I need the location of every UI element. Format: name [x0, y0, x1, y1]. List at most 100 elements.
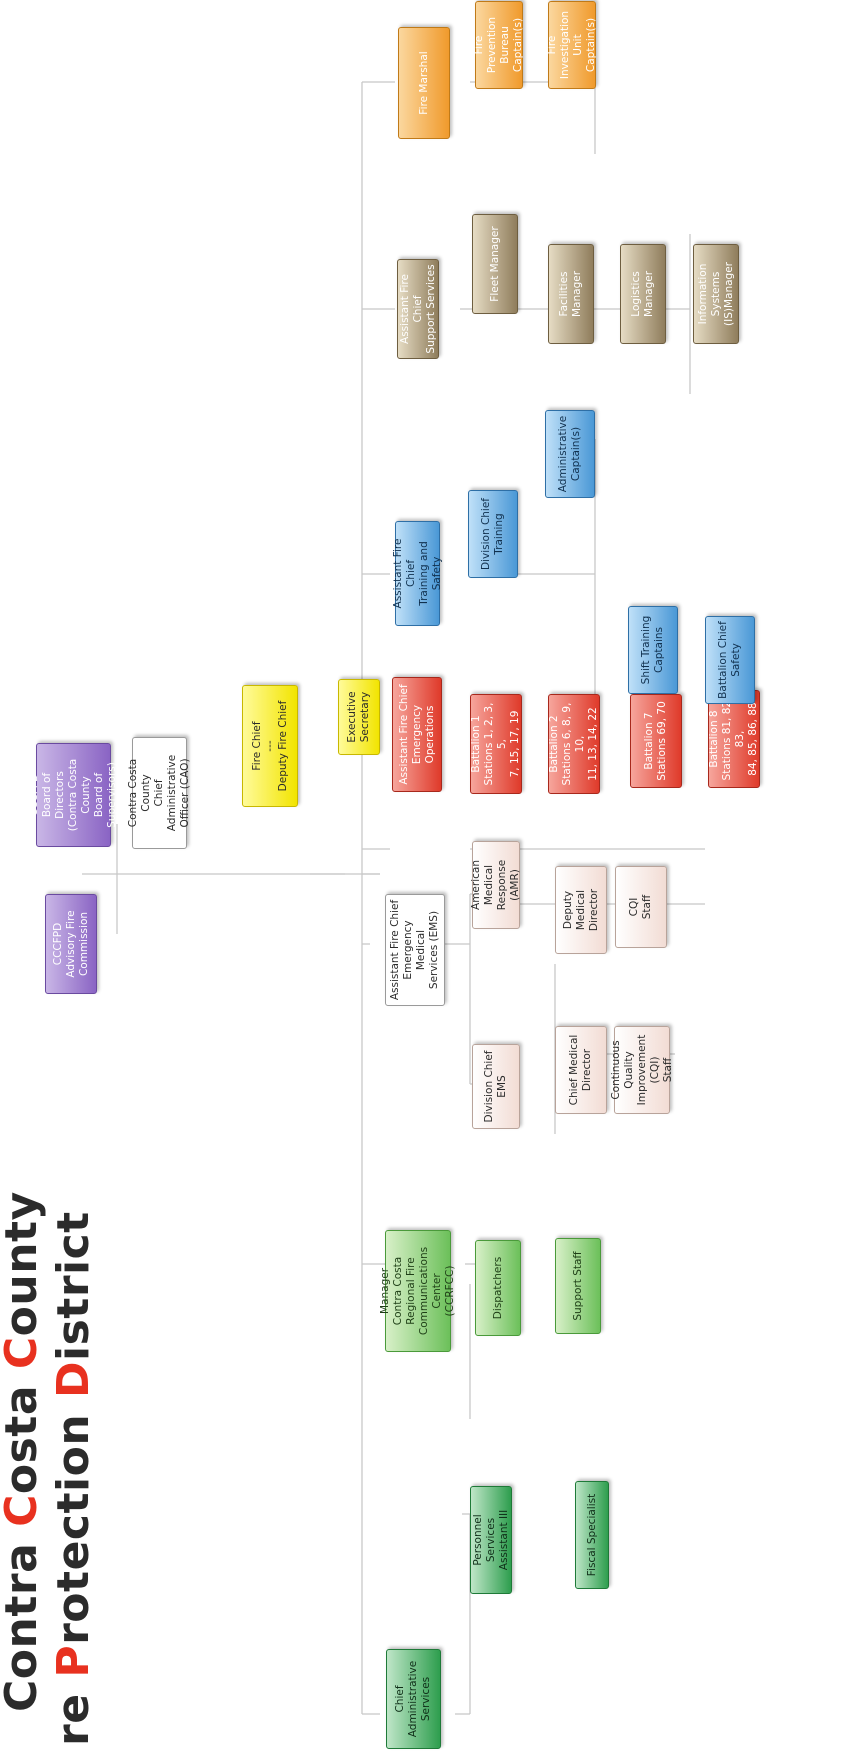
title-line2-part-4: D [48, 1360, 99, 1399]
organization-title: Contra Costa County re Protection Distri… [0, 1092, 110, 1746]
div-ems-line-1: Division Chief [483, 1050, 495, 1123]
bat8-line-1: Battalion 8 [708, 710, 720, 768]
admin-capt-line-2: Captain(s) [570, 426, 582, 482]
support-staff-box: Support Staff [555, 1238, 601, 1334]
bat2-line-1: Battalion 2 [548, 715, 560, 773]
ops-chief-line-1: Assistant Fire Chief [397, 684, 410, 785]
chief-med-line-1: Chief Medical [568, 1034, 580, 1106]
information-systems-manager-box: Information Systems(IS)Manager [693, 244, 739, 344]
support-chief-line-1: Assistant Fire Chief [398, 274, 424, 344]
bat1-line-3: 7, 15, 17, 19 [509, 710, 521, 778]
deputy-med-line-1: Deputy Medical [561, 889, 587, 931]
cqi-staff2-line-1: CQI [628, 897, 640, 917]
title-line-2: re Protection District [48, 1211, 99, 1746]
cao-line-3: Officer (CAO) [179, 758, 191, 828]
is-mgr-line-2: (IS)Manager [722, 262, 735, 326]
bat-safety-line-1: Battalion Chief [717, 621, 729, 699]
ops-chief-line-2: Emergency Operations [410, 704, 436, 765]
fire-chief-line-1: Fire Chief [250, 721, 263, 771]
dispatchers-line-1: Dispatchers [491, 1256, 504, 1320]
title-line2-part-2: P [48, 1644, 99, 1678]
fiscal-specialist-box: Fiscal Specialist [575, 1481, 609, 1589]
ccrfcc-mgr-line-1: Manager [379, 1267, 391, 1315]
title-line-1: Contra Costa County [0, 1191, 47, 1712]
admin-chief-line-2: Administrative [407, 1660, 419, 1738]
exec-sec-line-1: Executive [346, 691, 358, 743]
div-train-line-2: Training [493, 513, 505, 555]
logistics-manager-box: Logistics Manager [620, 244, 666, 344]
title-line2-part-5: istrict [48, 1211, 99, 1361]
support-chief-line-2: Support Services [424, 264, 437, 354]
fiscal-line-1: Fiscal Specialist [585, 1493, 598, 1577]
bat1-line-1: Battalion 1 [470, 715, 482, 773]
cqi-staff-line-1: Continuous Quality [609, 1040, 635, 1100]
cqi-staff-line-3: Staff [661, 1057, 674, 1083]
cqi-staff2-line-2: Staff [641, 894, 653, 920]
shift-capt-line-1: Shift Training [640, 615, 652, 685]
admin-chief-line-1: Chief [394, 1685, 406, 1713]
cqi-staff-line-2: Improvement (CQI) [635, 1034, 661, 1106]
facilities-line-1: Facilities Manager [558, 270, 583, 318]
board-line-3: (Contra Costa County [67, 758, 92, 832]
cao-line-2: Chief Administrative [153, 754, 178, 832]
shift-capt-line-2: Captains [653, 626, 665, 674]
is-mgr-line-1: Information Systems [696, 263, 722, 325]
commission-line-3: Commission [77, 911, 90, 977]
fleet-line-1: Fleet Manager [488, 226, 501, 302]
ccrfcc-mgr-line-4: (CCRFCC) [444, 1265, 456, 1317]
board-line-2: Board of Directors [41, 771, 66, 819]
personnel-line-1: Personnel Services [471, 1514, 497, 1566]
facilities-manager-box: Facilities Manager [548, 244, 594, 344]
bat1-line-2: Stations 1, 2, 3, 5, [483, 702, 508, 786]
personnel-line-2: Assistant III [497, 1509, 510, 1571]
chief-med-line-2: Director [581, 1048, 593, 1092]
ems-chief-line-3: Services (EMS) [428, 910, 440, 990]
fire-chief-line-2: --- [263, 740, 276, 752]
support-staff-line-1: Support Staff [571, 1251, 584, 1321]
title-line1-part-4: C [0, 1336, 47, 1370]
fleet-manager-box: Fleet Manager [472, 214, 518, 314]
exec-sec-line-2: Secretary [359, 691, 371, 743]
ems-chief-line-1: Assistant Fire Chief [389, 899, 401, 1001]
deputy-med-line-2: Director [587, 888, 600, 932]
bat-safety-line-2: Safety [730, 643, 742, 677]
fire-marshal-box: Fire Marshal [398, 27, 450, 139]
prevention-line-1: Fire Prevention [473, 16, 498, 74]
amr-line-2: Response (AMR) [496, 859, 521, 911]
title-line1-part-2: C [0, 1494, 47, 1527]
commission-line-2: Advisory Fire [64, 910, 77, 978]
investigation-line-1: Fire Investigation [546, 10, 571, 80]
cao-line-1: Contra Costa County [127, 758, 152, 828]
marshal-line-1: Fire Marshal [417, 51, 430, 115]
div-ems-line-2: EMS [496, 1075, 508, 1098]
bat2-line-3: 11, 13, 14, 22 [587, 707, 599, 781]
board-line-1: CCCFPD [28, 773, 40, 817]
bat2-line-2: Stations 6, 8, 9, 10, [561, 702, 586, 786]
board-line-4: Board of Supervisors) [93, 762, 118, 828]
amr-line-1: American Medical [470, 860, 495, 910]
bat8-line-3: 84, 85, 86, 88 [747, 702, 759, 776]
title-line1-part-5: ounty [0, 1191, 47, 1337]
train-chief-line-1: Assistant Fire Chief [391, 538, 417, 609]
bat7-line-2: Stations 69, 70 [656, 701, 668, 781]
